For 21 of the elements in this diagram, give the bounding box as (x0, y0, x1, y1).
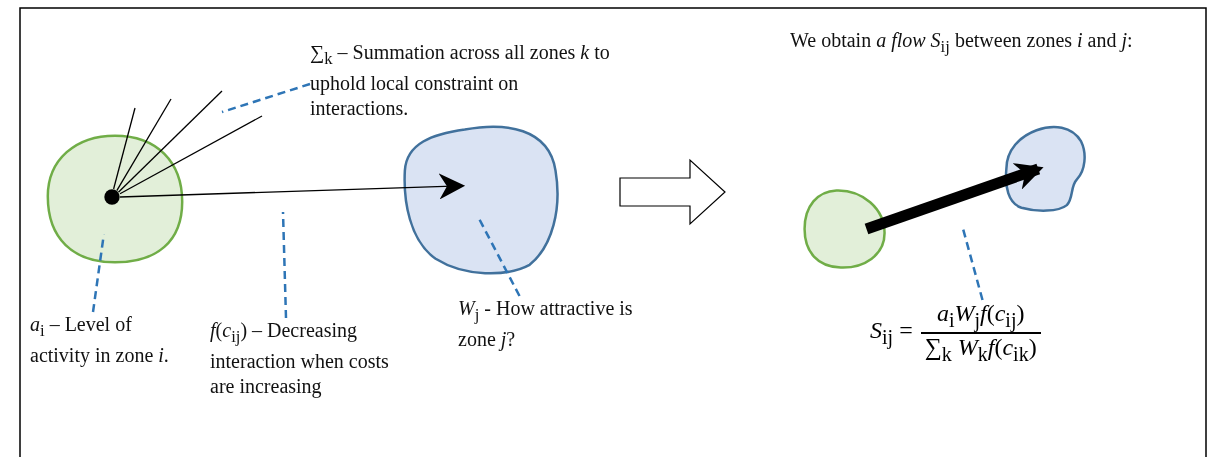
zone-shape (45, 133, 185, 265)
line (116, 98, 172, 192)
arrow (119, 173, 466, 200)
formula-denominator: ∑$_{k}$ W$_{k}$f(c$_{ik}$) (923, 333, 1038, 366)
zone-shape (802, 188, 888, 270)
arrow (864, 163, 1044, 235)
line (117, 90, 223, 193)
zone-shape (1003, 126, 1087, 212)
line (112, 107, 136, 190)
formula-lhs: S$_{ij}$ = (870, 316, 913, 349)
origin-dot (104, 189, 120, 205)
annotation-text: f(c$_{ij}$) – Decreasing interaction when costs are increasing (210, 318, 410, 399)
annotation-text: W$_{j}$ - How attractive is zone j? (458, 296, 663, 352)
formula-numerator: a$_{i}$W$_{j}$f(c$_{ij}$) (920, 300, 1041, 334)
annotation-text: a$_{i}$ – Level of activity in zone i. (30, 312, 170, 368)
leader-line (281, 211, 288, 319)
leader-line (221, 82, 311, 114)
annotation-text: ∑$_{k}$ – Summation across all zones k to uphold local constraint on interactions. (310, 40, 615, 121)
zone-shape (400, 125, 562, 277)
note-text: We obtain a flow S$_{ij}$ between zones i and j: (790, 28, 1134, 58)
line (119, 115, 263, 195)
